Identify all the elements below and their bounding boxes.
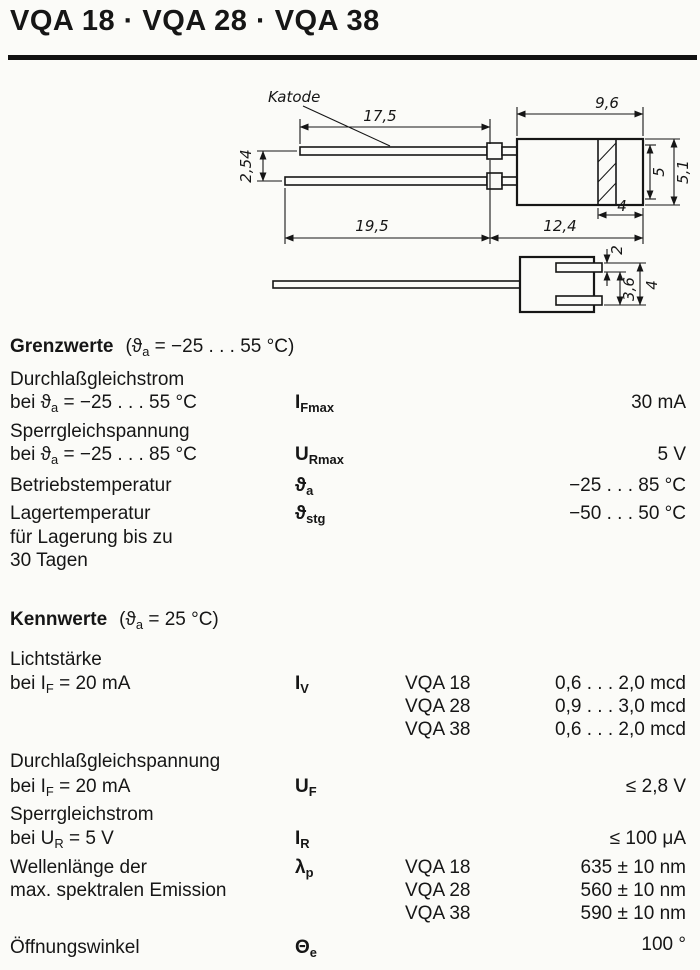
symbol-theta-e: Θe [295,937,317,961]
value-operating-temp: −25 . . . 85 °C [569,475,686,496]
value-iv-vqa18: 0,6 . . . 2,0 mcd [555,673,686,694]
param-label: Lagertemperatur [10,503,151,524]
dim-label-body-outer-height: 5,1 [674,160,692,184]
value-iv-vqa28: 0,9 . . . 3,0 mcd [555,696,686,717]
param-note: für Lagerung bis zu [10,527,173,548]
value-opening-angle: 100 ° [641,934,686,955]
value-uf: ≤ 2,8 V [625,776,686,797]
package-drawing: Katode 17,5 9,6 2,54 5 [237,88,692,314]
param-condition: bei IF = 20 mA [10,673,131,697]
dim-body-inner-height [645,144,656,200]
title-rule [8,55,697,60]
variant-name: VQA 28 [405,696,471,717]
param-condition: bei IF = 20 mA [10,776,131,800]
grenzwerte-condition: (ϑa = −25 . . . 55 °C) [125,336,295,360]
param-label: Sperrgleichspannung [10,421,190,442]
value-ir: ≤ 100 μA [609,828,686,849]
param-label: Lichtstärke [10,649,102,670]
value-lambda-vqa28: 560 ± 10 nm [580,880,687,901]
param-label: Sperrgleichstrom [10,804,154,825]
dim-body-width [516,107,644,136]
dim-lead-pitch [257,150,297,182]
param-label: Durchlaßgleichspannung [10,751,221,772]
param-label: Wellenlänge der [10,857,147,878]
value-urmax: 5 V [657,444,686,465]
dim-label-slot-inner-height: 3,6 [620,277,638,301]
variant-name: VQA 18 [405,673,471,694]
param-condition: bei ϑa = −25 . . . 85 °C [10,444,197,468]
dim-label-body-length: 12,4 [543,217,576,235]
symbol-urmax: URmax [295,444,344,468]
param-condition: bei ϑa = −25 . . . 55 °C [10,392,197,416]
dim-lead-top-length [299,119,491,144]
side-view-dims [603,249,646,306]
variant-name: VQA 38 [405,719,471,740]
grenzwerte-heading-text: Grenzwerte [10,336,114,357]
symbol-iv: IV [295,673,309,697]
value-iv-vqa38: 0,6 . . . 2,0 mcd [555,719,686,740]
dim-label-tab-thickness: 2 [608,245,626,255]
led-body [515,137,645,207]
dim-label-body-inner-height: 5 [650,167,668,177]
symbol-theta-stg: ϑstg [295,503,326,527]
kennwerte-heading-text: Kennwerte [10,609,108,630]
symbol-ir: IR [295,828,310,852]
param-label: Betriebstemperatur [10,475,172,496]
symbol-ifmax: IFmax [295,392,334,416]
dim-label-lead-bottom-length: 19,5 [355,217,388,235]
dim-lengths-bottom [284,160,644,244]
led-side-view [272,255,603,314]
param-label: Öffnungswinkel [10,937,140,958]
symbol-uf: UF [295,776,317,800]
value-ifmax: 30 mA [631,392,686,413]
dim-label-lens-width: 4 [617,197,627,215]
dim-lens-width [597,208,644,219]
dim-label-body-width: 9,6 [595,94,619,112]
dim-body-outer-height [645,138,680,206]
param-condition: bei UR = 5 V [10,828,114,852]
cathode-label: Katode [268,88,320,106]
symbol-theta-a: ϑa [295,475,314,499]
symbol-lambda-p: λp [295,857,314,881]
dim-label-lead-top-length: 17,5 [363,107,396,125]
value-lambda-vqa38: 590 ± 10 nm [580,903,687,924]
param-note: 30 Tagen [10,550,88,571]
page-title: VQA 18 · VQA 28 · VQA 38 [10,5,380,37]
section-heading-grenzwerte: Grenzwerte (ϑa = −25 . . . 55 °C) [10,336,295,360]
led-leads [284,142,518,190]
param-label: max. spektralen Emission [10,880,227,901]
variant-name: VQA 38 [405,903,471,924]
section-heading-kennwerte: Kennwerte (ϑa = 25 °C) [10,609,219,633]
dim-label-slot-outer-height: 4 [643,280,661,290]
variant-name: VQA 18 [405,857,471,878]
param-label: Durchlaßgleichstrom [10,369,185,390]
variant-name: VQA 28 [405,880,471,901]
dim-label-lead-pitch: 2,54 [237,149,255,182]
value-storage-temp: −50 . . . 50 °C [569,503,686,524]
kennwerte-condition: (ϑa = 25 °C) [119,609,219,633]
value-lambda-vqa18: 635 ± 10 nm [580,857,687,878]
